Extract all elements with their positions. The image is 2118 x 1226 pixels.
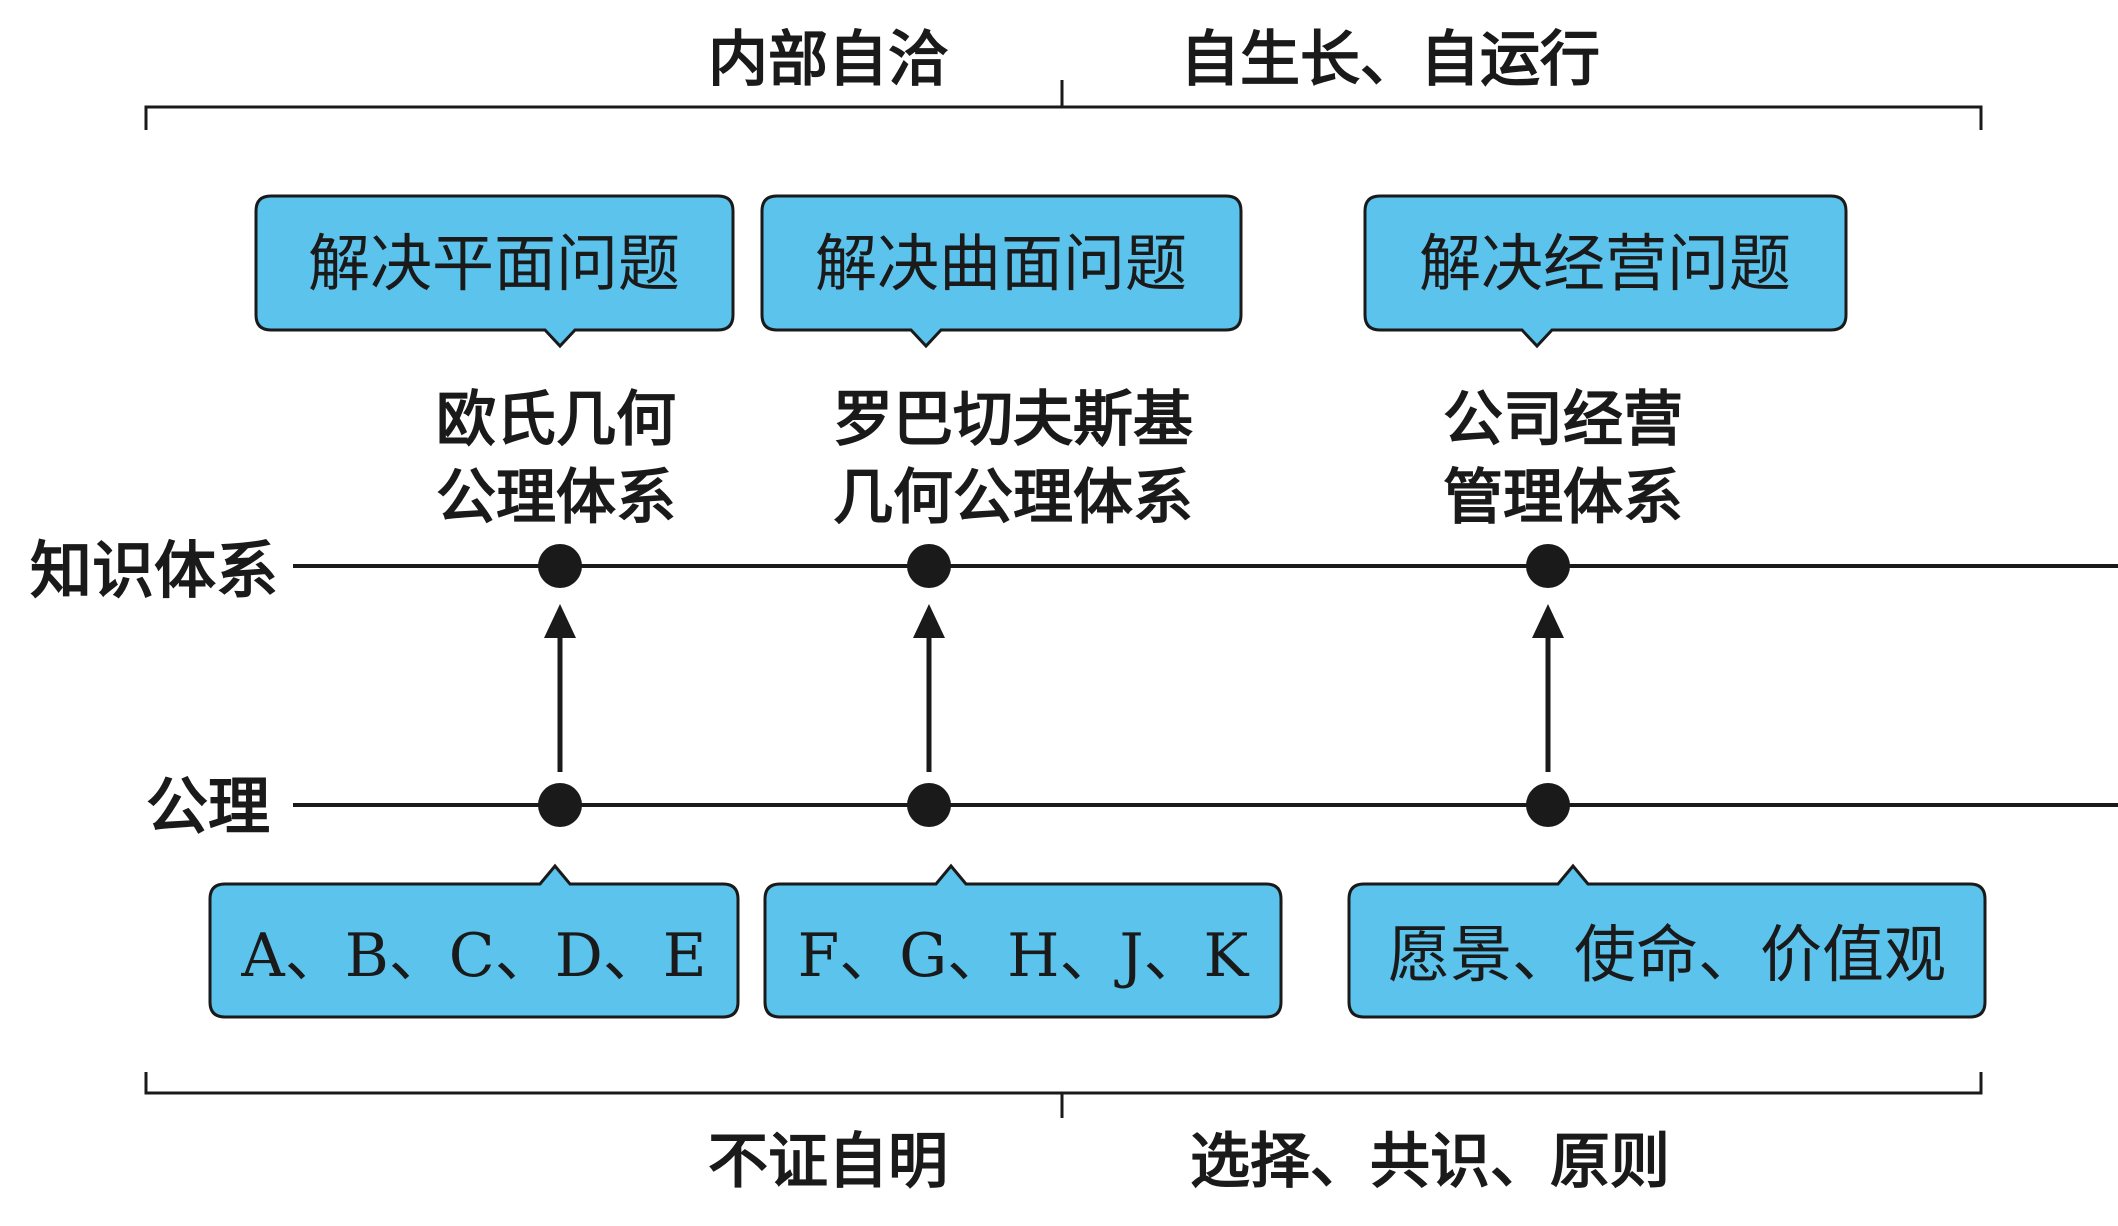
system-name-2-line1: 罗巴切夫斯基 <box>833 385 1193 455</box>
axiom-node-3 <box>1526 783 1570 827</box>
axiom-label-1: A、B、C、D、E <box>240 921 706 991</box>
problem-label-3: 解决经营问题 <box>1419 227 1791 300</box>
knowledge-node-2 <box>907 544 951 588</box>
knowledge-node-1 <box>538 544 582 588</box>
bottom-bracket <box>144 1072 1983 1118</box>
axiom-label-2: F、G、H、J、K <box>798 921 1250 991</box>
axiom-node-1 <box>538 783 582 827</box>
axiom-callout-2: F、G、H、J、K <box>763 863 1283 1019</box>
row-label-axiom: 公理 <box>146 770 270 843</box>
problem-callout-3: 解决经营问题 <box>1363 194 1848 349</box>
row-label-knowledge: 知识体系 <box>30 534 278 607</box>
arrow-3 <box>1532 604 1564 772</box>
system-name-1-line2: 公理体系 <box>436 463 676 533</box>
problem-label-2: 解决曲面问题 <box>815 227 1187 300</box>
arrow-2 <box>913 604 945 772</box>
arrow-1 <box>544 604 576 772</box>
bottom-right-label: 选择、共识、原则 <box>1190 1127 1670 1197</box>
axiom-label-3: 愿景、使命、价值观 <box>1388 918 1946 991</box>
top-right-label: 自生长、自运行 <box>1180 25 1600 95</box>
problem-callout-2: 解决曲面问题 <box>760 194 1243 349</box>
top-bracket <box>144 80 1983 130</box>
knowledge-node-3 <box>1526 544 1570 588</box>
axiom-node-2 <box>907 783 951 827</box>
problem-label-1: 解决平面问题 <box>308 227 680 300</box>
top-left-label: 内部自洽 <box>708 25 949 95</box>
axiom-callout-3: 愿景、使命、价值观 <box>1347 863 1987 1019</box>
system-name-3-line2: 管理体系 <box>1443 463 1683 533</box>
system-name-3-line1: 公司经营 <box>1443 385 1683 455</box>
problem-callout-1: 解决平面问题 <box>254 194 735 349</box>
axiom-callout-1: A、B、C、D、E <box>208 863 740 1019</box>
system-name-2-line2: 几何公理体系 <box>833 463 1193 533</box>
bottom-left-label: 不证自明 <box>708 1127 948 1197</box>
system-name-1-line1: 欧氏几何 <box>436 385 676 455</box>
